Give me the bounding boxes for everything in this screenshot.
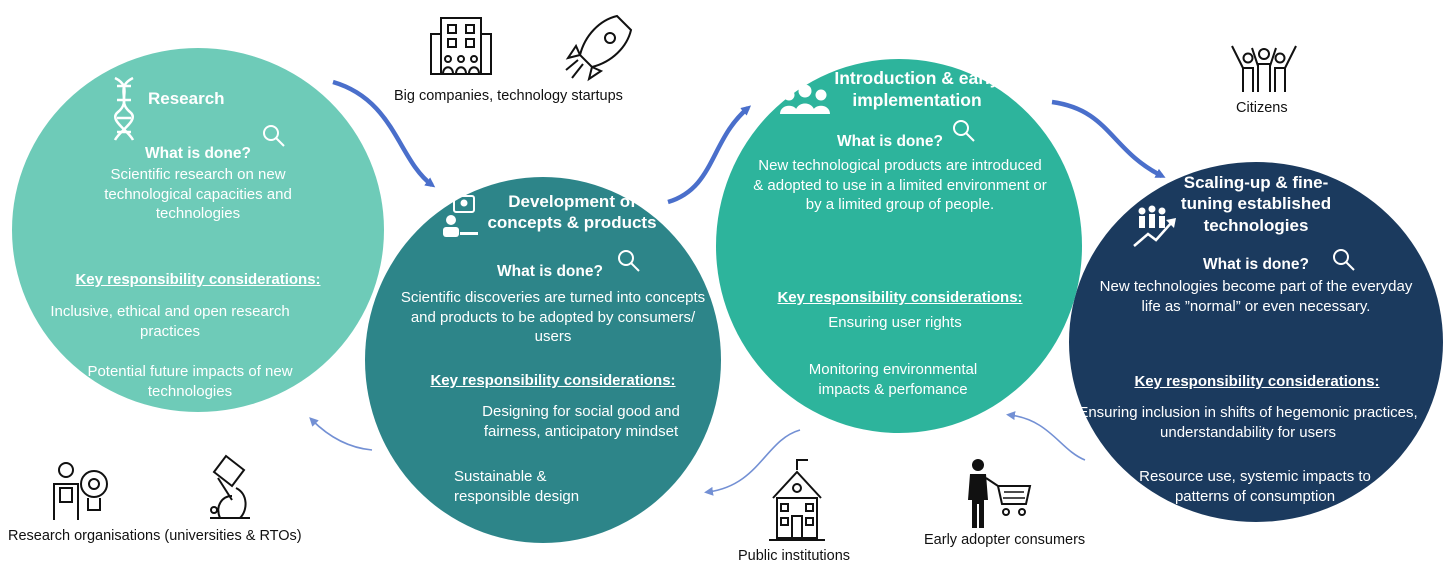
actor-label-public-institutions: Public institutions (738, 548, 851, 564)
introduction-consideration: Ensuring user rights (828, 314, 962, 331)
development-consideration: Sustainable & responsible design (454, 468, 580, 505)
shopper-cart-icon (968, 459, 1032, 528)
development-title: Development of concepts & products (487, 192, 657, 233)
feedback-arrow-introduction-to-development (704, 429, 801, 496)
scaling-key-label: Key responsibility considerations: (1134, 373, 1380, 390)
lightbulb-person-icon (443, 195, 478, 237)
development-question: What is done? (497, 263, 603, 280)
magnifier-icon (953, 120, 975, 142)
magnifier-icon (618, 250, 640, 272)
introduction-key-label: Key responsibility considerations: (777, 289, 1023, 306)
development-key-label: Key responsibility considerations: (430, 372, 676, 389)
arrow-research-to-development (332, 79, 436, 188)
introduction-circle (716, 59, 1082, 433)
actor-label-early-adopters: Early adopter consumers (924, 532, 1086, 548)
scaling-circle (1069, 162, 1443, 522)
actor-label-citizens: Citizens (1236, 100, 1288, 116)
development-circle (365, 177, 721, 543)
scaling-question: What is done? (1203, 256, 1309, 273)
research-title: Research (148, 89, 225, 108)
research-consideration: Inclusive, ethical and open research pra… (50, 303, 290, 340)
feedback-arrow-development-to-research (309, 417, 373, 451)
feedback-arrow-scaling-to-introduction (1006, 411, 1086, 461)
research-circle (12, 48, 384, 412)
magnifier-icon (1333, 249, 1355, 271)
development-description: Scientific discoveries are turned into c… (400, 289, 706, 345)
dna-icon (113, 76, 135, 141)
actor-label-big-companies: Big companies, technology startups (394, 88, 623, 104)
research-question: What is done? (145, 145, 251, 162)
introduction-consideration: Monitoring environmental impacts & perfo… (808, 361, 978, 398)
school-building-icon (769, 459, 825, 541)
scaling-consideration: Ensuring inclusion in shifts of hegemoni… (1078, 404, 1418, 441)
growth-people-icon (1133, 205, 1176, 247)
citizens-icon (1231, 45, 1297, 92)
research-consideration: Potential future impacts of new technolo… (87, 363, 293, 400)
introduction-title: Introduction & early implementation (834, 68, 1000, 110)
arrow-introduction-to-scaling (1051, 99, 1166, 179)
rocket-icon (565, 14, 633, 82)
scaling-title: Scaling-up & fine-tuning established tec… (1180, 173, 1332, 235)
office-building-icon (430, 17, 492, 75)
researcher-icon (53, 462, 108, 520)
research-description: Scientific research on new technological… (104, 166, 292, 222)
actor-label-research-orgs: Research organisations (universities & R… (8, 528, 302, 544)
arrow-development-to-introduction (667, 105, 752, 205)
magnifier-icon (263, 125, 285, 147)
group-icon (780, 84, 830, 114)
microscope-icon (210, 454, 250, 519)
scaling-description: New technologies become part of the ever… (1099, 278, 1413, 315)
introduction-question: What is done? (837, 133, 943, 150)
development-consideration: Designing for social good and fairness, … (482, 403, 680, 440)
introduction-description: New technological products are introduce… (753, 157, 1047, 213)
scaling-consideration: Resource use, systemic impacts to patter… (1139, 468, 1371, 505)
research-key-label: Key responsibility considerations: (75, 271, 321, 288)
